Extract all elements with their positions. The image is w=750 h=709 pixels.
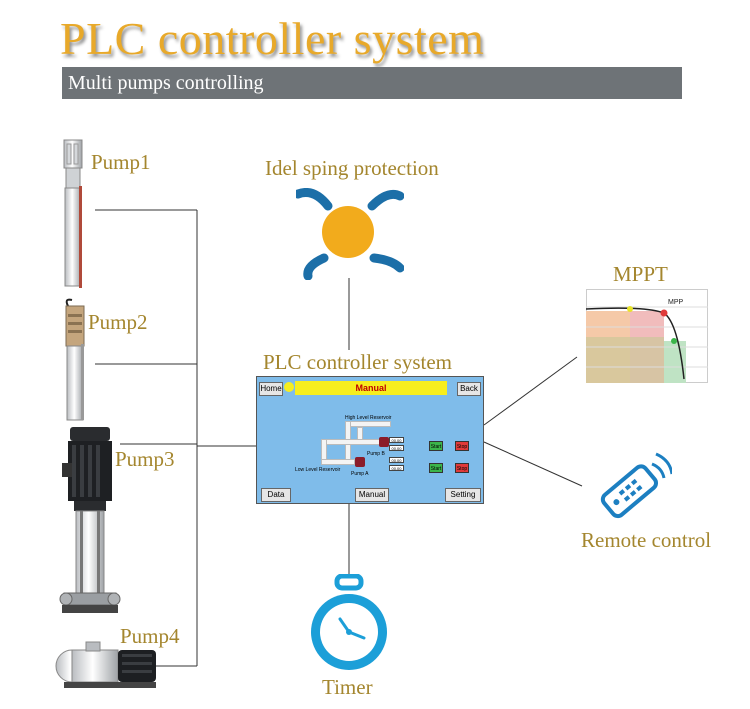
pump-b-label: Pump B <box>367 451 385 457</box>
pump-a-label: Pump A <box>351 471 369 477</box>
pump4-image <box>55 641 156 688</box>
pump-b-value-1: 00.00 <box>389 437 404 443</box>
logo-icon <box>284 382 294 392</box>
pump-b-start-button[interactable]: Start <box>429 441 443 451</box>
hmi-title: Manual <box>295 381 447 395</box>
pump-a-motor-icon <box>355 457 365 467</box>
hmi-screen: Home Manual Back High Level Reservoir Pu… <box>256 376 484 504</box>
pump-a-start-button[interactable]: Start <box>429 463 443 473</box>
spin-protection-icon <box>296 188 404 280</box>
pump1-label: Pump1 <box>91 150 151 174</box>
page-title: PLC controller system <box>60 13 485 64</box>
low-reservoir-label: Low Level Reservoir <box>295 467 341 473</box>
hmi-home-button[interactable]: Home <box>259 382 283 396</box>
pump2-label: Pump2 <box>88 310 148 334</box>
pump-b-stop-button[interactable]: Stop <box>455 441 469 451</box>
pump-b-value-2: 00.00 <box>389 445 404 451</box>
pipe-middle <box>321 439 381 445</box>
plc-system-label: PLC controller system <box>263 350 452 374</box>
pump2-image <box>65 298 85 421</box>
hmi-data-button[interactable]: Data <box>261 488 291 502</box>
hmi-manual-button[interactable]: Manual <box>355 488 389 502</box>
timer-icon <box>311 574 387 670</box>
mpp-text: MPP <box>668 299 684 306</box>
timer-label: Timer <box>322 675 373 699</box>
pipe-top <box>345 421 391 427</box>
hmi-back-button[interactable]: Back <box>457 382 481 396</box>
pump-a-stop-button[interactable]: Stop <box>455 463 469 473</box>
mppt-curve-chart: MPP <box>586 289 708 383</box>
remote-control-label: Remote control <box>581 528 712 552</box>
mppt-label: MPPT <box>613 262 668 286</box>
pipe-down <box>321 439 327 461</box>
remote-control-icon <box>600 452 672 519</box>
pump-a-value-1: 00.00 <box>389 457 404 463</box>
pipe-bottom <box>321 459 355 465</box>
pump-b-motor-icon <box>379 437 389 447</box>
pump1-image <box>63 139 83 288</box>
subtitle-banner: Multi pumps controlling <box>62 67 682 99</box>
pump3-label: Pump3 <box>115 447 175 471</box>
high-reservoir-label: High Level Reservoir <box>345 415 392 421</box>
hmi-setting-button[interactable]: Setting <box>445 488 481 502</box>
pump-a-value-2: 00.00 <box>389 465 404 471</box>
pump4-label: Pump4 <box>120 624 180 648</box>
pump3-image <box>59 427 121 613</box>
protection-label: Idel sping protection <box>265 156 439 180</box>
